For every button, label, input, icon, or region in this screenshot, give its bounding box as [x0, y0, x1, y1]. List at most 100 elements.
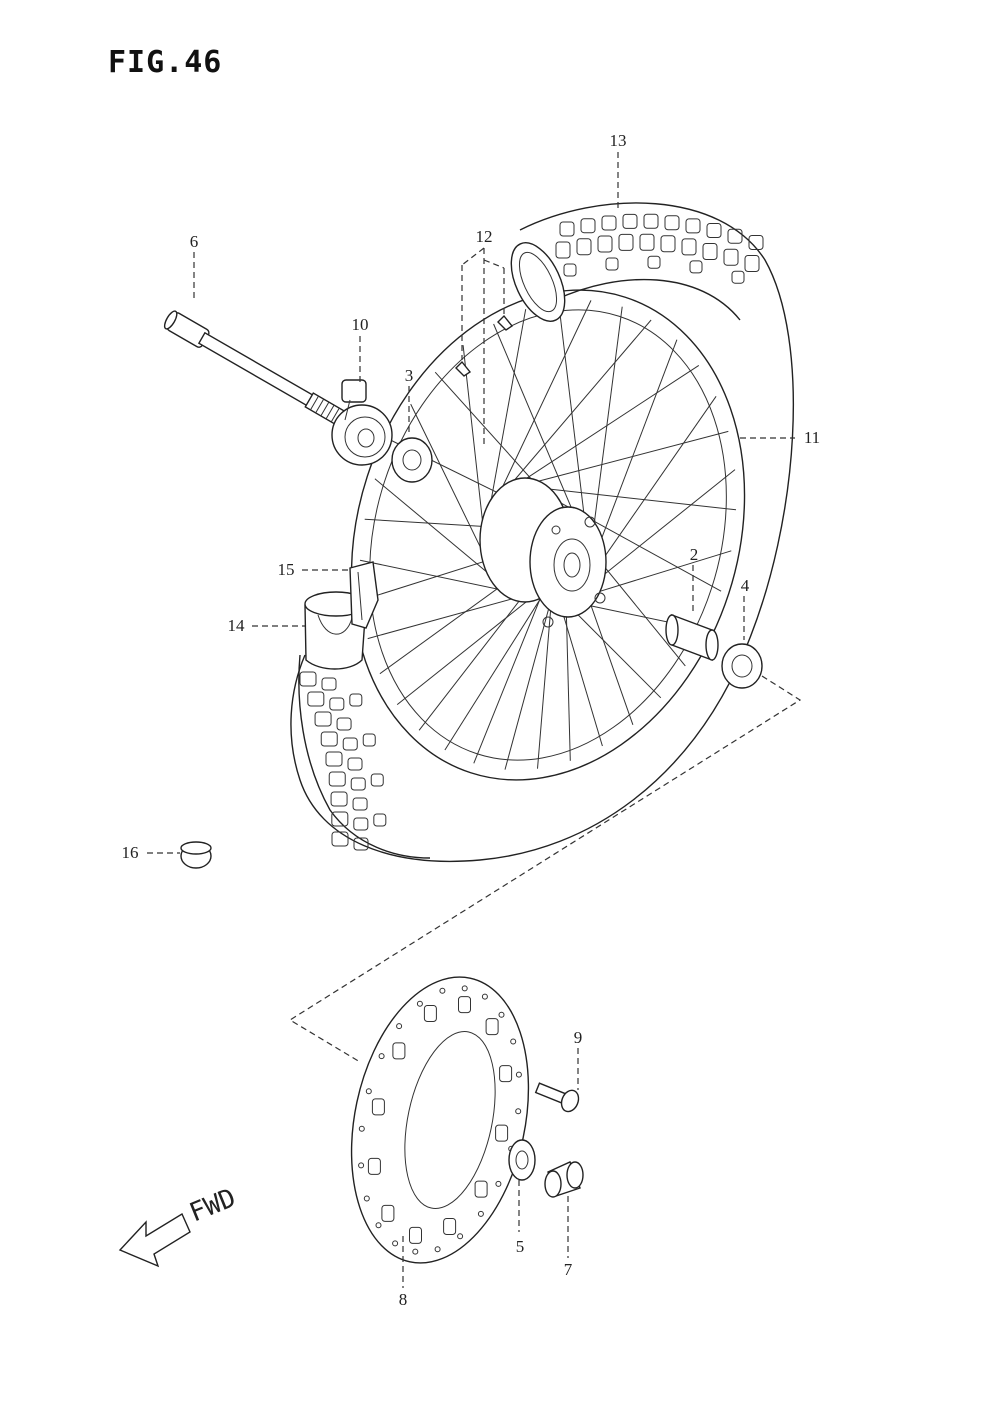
disc-hole [515, 1108, 522, 1115]
assembly-line-disc [288, 675, 802, 1063]
rim-outer [350, 289, 746, 781]
tread-block [576, 238, 592, 256]
tread-block [314, 711, 332, 727]
callout-2: 2 [690, 545, 699, 564]
disc-slot [474, 1180, 488, 1198]
tread-block [370, 773, 384, 787]
tread-block [347, 757, 363, 771]
disc-hole [378, 1053, 385, 1060]
tire-tread-top [555, 213, 764, 284]
tread-block [321, 677, 337, 691]
tread-block [307, 691, 325, 707]
leader-lines [147, 152, 795, 1288]
spoke [597, 469, 736, 580]
spoke [572, 609, 662, 699]
spoke [510, 364, 700, 490]
front-wheel-assembly [290, 202, 795, 863]
tread-block [331, 831, 349, 847]
tread-block [320, 731, 338, 747]
spoke [599, 396, 717, 564]
tread-block [706, 223, 722, 239]
brake-disc [350, 976, 530, 1264]
disc-slot [371, 1098, 385, 1116]
tread-block [330, 791, 348, 807]
tread-block [702, 243, 718, 261]
disc-slot [499, 1065, 513, 1083]
tread-block [685, 218, 701, 234]
tread-block [601, 215, 617, 231]
spoke [367, 594, 527, 640]
callout-12: 12 [476, 227, 493, 246]
callout-7: 7 [564, 1260, 573, 1279]
tread-block [353, 817, 369, 831]
disc-hole [461, 985, 468, 992]
disc-slot [458, 996, 471, 1014]
forward-direction-indicator: FWD [118, 1183, 240, 1268]
tread-block [329, 697, 345, 711]
spoke [561, 608, 603, 747]
spoke [591, 550, 732, 595]
callout-11: 11 [804, 428, 820, 447]
tread-block [664, 215, 680, 231]
disc-slot [381, 1204, 395, 1222]
tread-block [352, 797, 368, 811]
tread-block [647, 255, 661, 269]
tread-block [580, 218, 596, 234]
spoke [359, 559, 513, 593]
disc-bolt [534, 1082, 580, 1113]
spoke [489, 300, 592, 515]
tread-block [622, 213, 638, 229]
tread-block [353, 837, 369, 851]
disc-slot [409, 1226, 422, 1244]
tread-block [350, 777, 366, 791]
dust-seal [508, 1139, 536, 1181]
disc-hole [396, 1023, 403, 1030]
callout-14: 14 [228, 616, 246, 635]
disc-hole [375, 1222, 382, 1229]
disc-hole [498, 1011, 505, 1018]
callout-9: 9 [574, 1028, 583, 1047]
spoke [592, 306, 623, 533]
tread-block [342, 737, 358, 751]
spoke [418, 576, 538, 731]
tread-block [681, 238, 697, 256]
tread-block [723, 248, 739, 266]
callout-6: 6 [190, 232, 199, 251]
spoke [444, 580, 552, 751]
disc-hole [392, 1240, 399, 1247]
tread-block [660, 235, 676, 253]
spoke [523, 430, 729, 486]
axle-collar [544, 1161, 584, 1198]
tread-block [744, 255, 760, 272]
spoke [537, 602, 552, 769]
spoke-nipples [455, 314, 514, 377]
callout-4: 4 [741, 576, 750, 595]
tread-block [689, 260, 703, 274]
fwd-arrow-icon [118, 1212, 191, 1268]
tread-block [555, 241, 571, 259]
callout-5: 5 [516, 1237, 525, 1256]
tread-block [559, 221, 575, 237]
figure-title: FIG.46 [108, 45, 222, 80]
tire-tread-left [299, 671, 387, 851]
tread-block [362, 733, 376, 747]
speedometer-gearbox [331, 379, 393, 466]
spoke [498, 319, 652, 500]
disc-hole [358, 1125, 365, 1132]
tire-section-opening [510, 242, 566, 322]
tread-block [563, 263, 577, 277]
disc-hole [416, 1000, 423, 1007]
rim-inner [369, 309, 727, 761]
bearing-left [391, 437, 433, 483]
tread-block [618, 233, 634, 251]
callout-13: 13 [610, 131, 627, 150]
spoke [462, 345, 487, 552]
disc-hole [412, 1248, 419, 1255]
tread-block [373, 813, 387, 827]
spoke [396, 590, 541, 705]
disc-slot [495, 1124, 509, 1142]
disc-slot [392, 1042, 406, 1060]
disc-hole [439, 987, 446, 994]
disc-hole [434, 1246, 441, 1253]
